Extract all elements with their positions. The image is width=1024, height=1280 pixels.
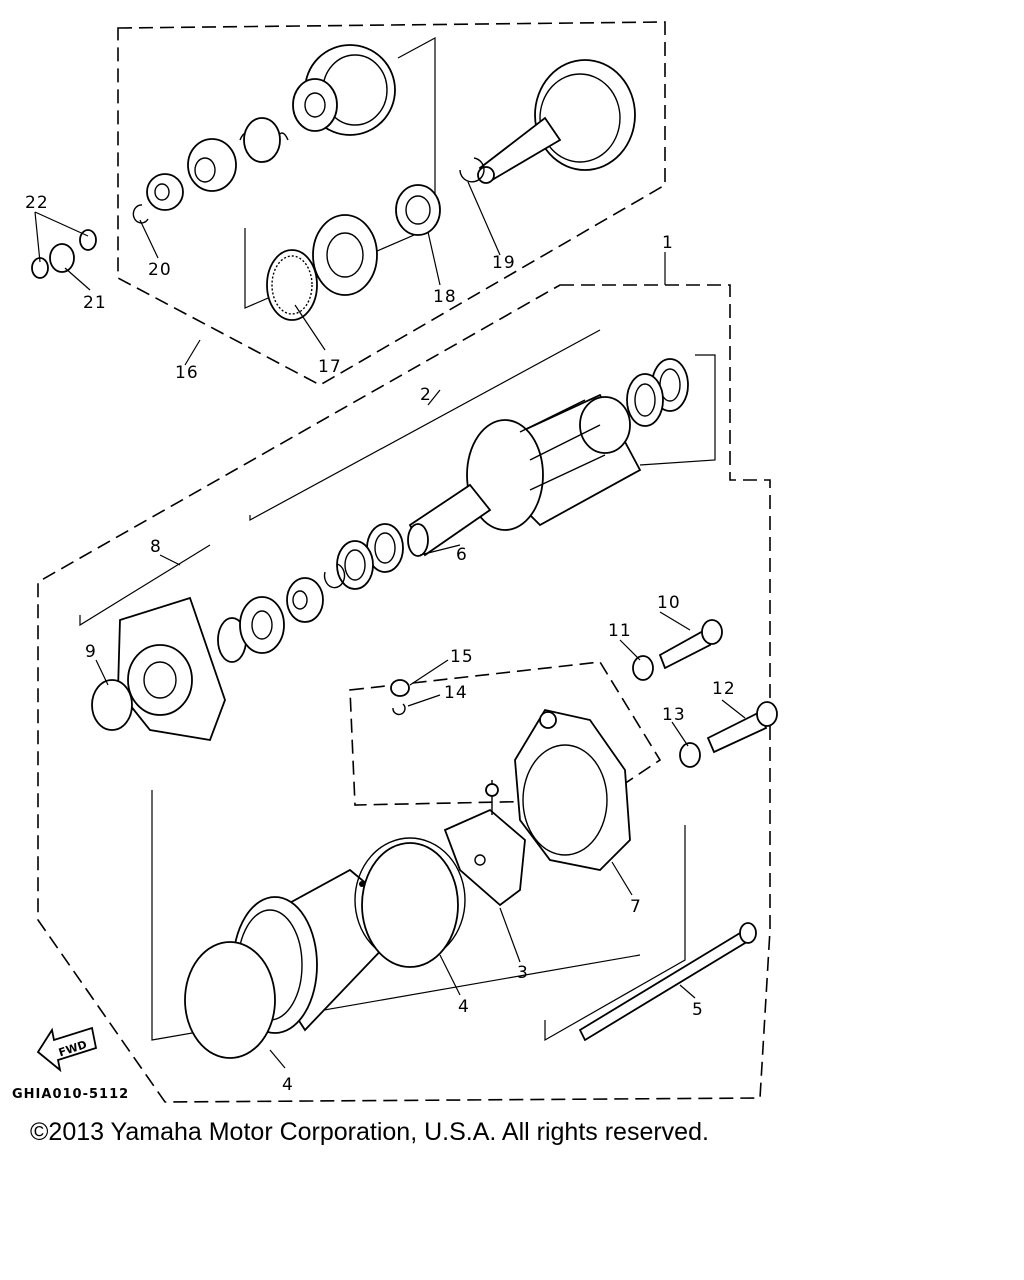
callout-11: 11 xyxy=(608,621,632,641)
fwd-arrow-icon: FWD xyxy=(36,1026,98,1073)
spring-and-washers xyxy=(31,229,97,279)
callout-22: 22 xyxy=(25,193,49,213)
callout-21: 21 xyxy=(83,293,107,313)
callout-18: 18 xyxy=(433,287,457,307)
fasteners xyxy=(361,619,778,1042)
bracket-1-right xyxy=(639,354,716,466)
callout-13: 13 xyxy=(662,705,686,725)
armature-washers xyxy=(323,358,689,590)
armature xyxy=(407,393,642,557)
callout-6: 6 xyxy=(456,545,468,565)
callout-2: 2 xyxy=(420,385,432,405)
callout-19: 19 xyxy=(492,253,516,273)
copyright-notice: ©2013 Yamaha Motor Corporation, U.S.A. A… xyxy=(30,1118,709,1146)
brush-holder xyxy=(443,780,526,907)
callout-4a: 4 xyxy=(458,997,470,1017)
callout-15: 15 xyxy=(450,647,474,667)
starter-motor-exploded-diagram: 1 2 3 4 4 5 6 7 8 9 10 11 12 13 14 15 16… xyxy=(12,21,778,1103)
callout-16: 16 xyxy=(175,363,199,383)
callout-12: 12 xyxy=(712,679,736,699)
bracket-8 xyxy=(79,544,211,627)
callout-3: 3 xyxy=(517,963,529,983)
callout-9: 9 xyxy=(85,642,97,662)
callout-4b: 4 xyxy=(282,1075,294,1095)
bracket-5 xyxy=(544,825,686,1042)
callout-5: 5 xyxy=(692,1000,704,1020)
callout-8: 8 xyxy=(150,537,162,557)
assembly-outline-inner xyxy=(349,661,662,806)
callout-10: 10 xyxy=(657,593,681,613)
front-cover xyxy=(91,577,324,742)
callout-14: 14 xyxy=(444,683,468,703)
bracket-2 xyxy=(249,329,601,522)
leader-lines xyxy=(34,181,746,1069)
rear-cover xyxy=(514,708,631,871)
callout-1: 1 xyxy=(662,233,674,253)
assembly-outline-16 xyxy=(117,21,666,386)
callout-17: 17 xyxy=(318,357,342,377)
bracket-lower xyxy=(151,790,641,1041)
callout-20: 20 xyxy=(148,260,172,280)
callout-7: 7 xyxy=(630,897,642,917)
diagram-code: GHIA010-5112 xyxy=(12,1087,129,1102)
drive-assembly xyxy=(132,44,636,321)
